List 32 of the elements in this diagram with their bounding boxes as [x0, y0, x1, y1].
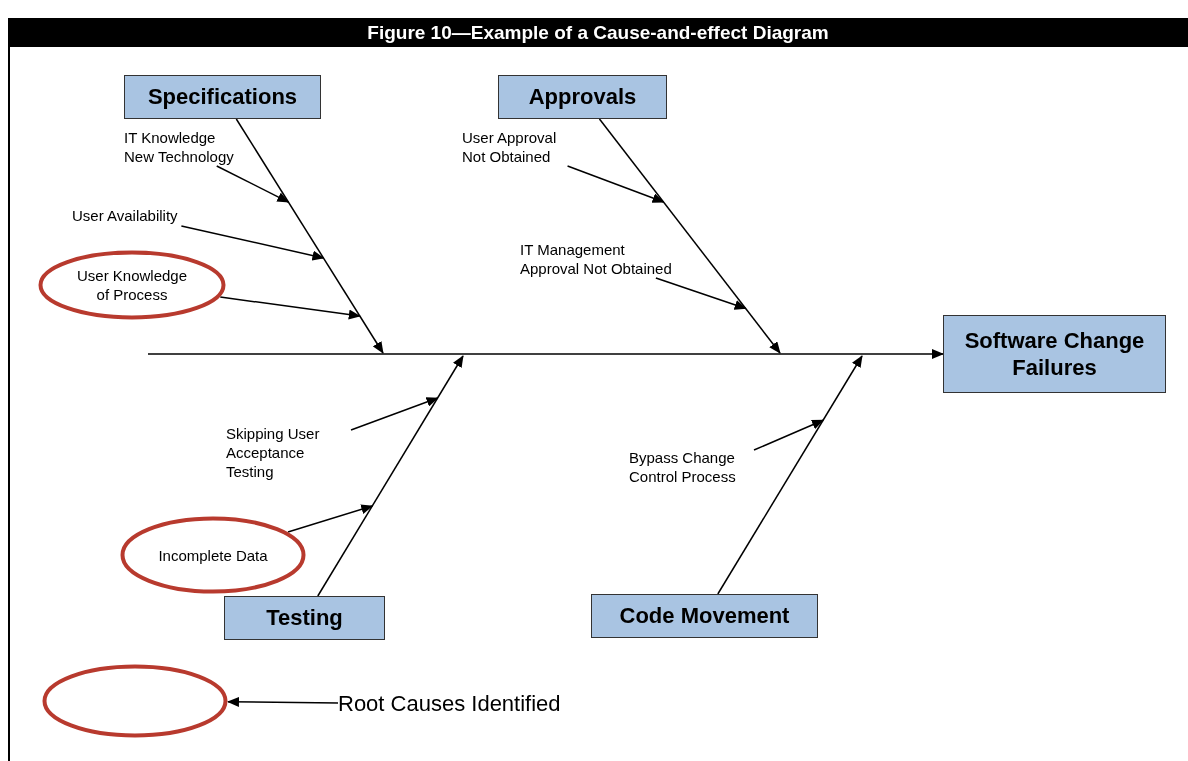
bone-arrow	[235, 118, 384, 354]
figure-title: Figure 10—Example of a Cause-and-effect Diagram	[8, 18, 1188, 47]
cause-label: User Approval Not Obtained	[462, 128, 572, 166]
bone-arrow	[317, 355, 464, 597]
legend-label: Root Causes Identified	[338, 690, 578, 718]
root-cause-ellipse	[42, 664, 228, 738]
arrow	[226, 696, 339, 707]
arrow	[219, 296, 361, 320]
category-box: Approvals	[498, 75, 667, 119]
arrow	[216, 165, 290, 203]
category-box: Code Movement	[591, 594, 818, 638]
cause-label: Bypass Change Control Process	[629, 448, 754, 506]
bone-arrow	[717, 355, 863, 595]
effect-box: Software Change Failures	[943, 315, 1166, 393]
category-box: Testing	[224, 596, 385, 640]
cause-label: User Availability	[72, 206, 202, 226]
arrow	[753, 419, 824, 451]
spine-arrow	[147, 349, 944, 359]
arrow	[350, 397, 439, 431]
cause-label: IT Knowledge New Technology	[124, 128, 234, 166]
cause-label: IT Management Approval Not Obtained	[520, 240, 680, 278]
category-box: Specifications	[124, 75, 321, 119]
root-cause-ellipse	[120, 516, 306, 594]
arrow	[287, 504, 374, 533]
root-cause-ellipse	[38, 250, 226, 320]
cause-label: User Knowledge of Process	[75, 266, 189, 304]
bone-arrow	[598, 118, 781, 354]
cause-label: Incomplete Data	[157, 545, 269, 565]
arrow	[180, 225, 325, 261]
arrow	[655, 277, 747, 310]
arrow	[566, 165, 665, 203]
cause-label: Skipping User Acceptance Testing	[226, 424, 351, 482]
